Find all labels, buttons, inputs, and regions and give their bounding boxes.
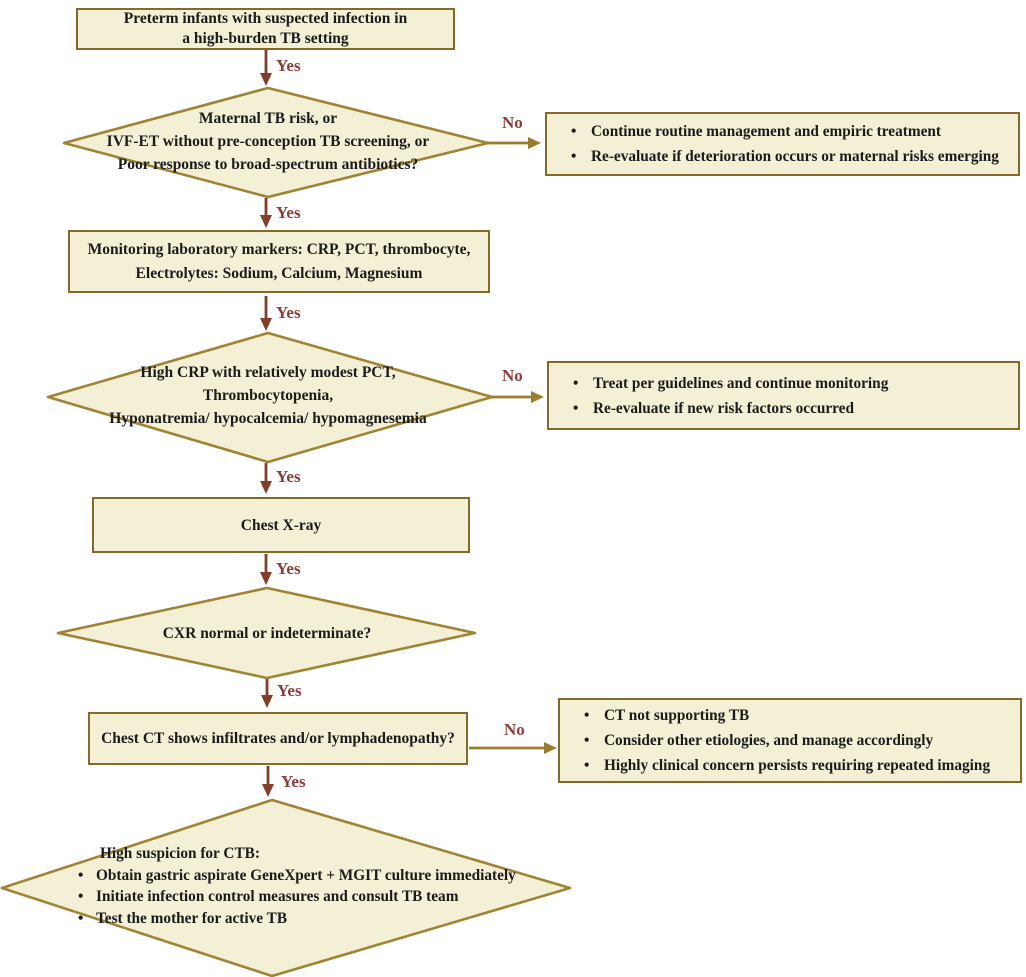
bullet-item: • Treat per guidelines and continue moni… bbox=[573, 371, 1012, 396]
bullet-icon: • bbox=[584, 757, 590, 774]
bullet-text: Consider other etiologies, and manage ac… bbox=[604, 732, 934, 749]
yes-label-4: Yes bbox=[276, 467, 301, 486]
bullet-icon: • bbox=[78, 888, 84, 905]
bullet-item: • CT not supporting TB bbox=[584, 703, 1014, 728]
high-suspicion-text: High suspicion for CTB: • Obtain gastric… bbox=[78, 843, 552, 929]
decision-cxr-text: CXR normal or indeterminate? bbox=[162, 625, 372, 642]
bullet-item: • Re-evaluate if deterioration occurs or… bbox=[571, 144, 1012, 169]
no-label-1: No bbox=[502, 113, 523, 132]
bullet-icon: • bbox=[78, 866, 84, 884]
yes-label-6: Yes bbox=[277, 681, 302, 700]
bullet-item: • Initiate infection control measures an… bbox=[78, 886, 552, 908]
bullet-text: Re-evaluate if new risk factors occurred bbox=[593, 399, 854, 417]
high-suspicion-diamond bbox=[0, 798, 572, 977]
bullet-text: Continue routine management and empiric … bbox=[591, 123, 941, 140]
decision-maternal-risk-text: Maternal TB risk, or IVF-ET without pre-… bbox=[106, 110, 430, 173]
bullet-icon: • bbox=[78, 909, 84, 927]
outcome-guidelines-box: • Treat per guidelines and continue moni… bbox=[547, 361, 1020, 430]
bullet-icon: • bbox=[571, 123, 577, 140]
chest-ct-box: Chest CT shows infiltrates and/or lympha… bbox=[88, 712, 468, 765]
decision-lab-pattern-text: High CRP with relatively modest PCT, Thr… bbox=[109, 364, 427, 427]
bullet-icon: • bbox=[571, 148, 577, 165]
bullet-text: CT not supporting TB bbox=[604, 707, 750, 724]
bullet-item: • Continue routine management and empiri… bbox=[571, 119, 1012, 144]
bullet-item: • Re-evaluate if new risk factors occurr… bbox=[573, 396, 1012, 421]
bullet-item: • Obtain gastric aspirate GeneXpert + MG… bbox=[78, 865, 552, 887]
bullet-item: • Test the mother for active TB bbox=[78, 908, 552, 930]
bullet-item: • Highly clinical concern persists requi… bbox=[584, 753, 1014, 778]
chest-xray-box: Chest X-ray bbox=[92, 497, 470, 553]
bullet-icon: • bbox=[584, 707, 590, 724]
bullet-icon: • bbox=[584, 732, 590, 749]
no-label-2: No bbox=[502, 366, 523, 385]
bullet-text: Highly clinical concern persists requiri… bbox=[604, 757, 991, 774]
bullet-text: Test the mother for active TB bbox=[96, 909, 288, 927]
bullet-icon: • bbox=[573, 399, 579, 417]
bullet-text: Re-evaluate if deterioration occurs or m… bbox=[591, 148, 999, 165]
yes-label-1: Yes bbox=[276, 56, 301, 75]
no-label-3: No bbox=[504, 720, 525, 739]
yes-label-5: Yes bbox=[276, 559, 301, 578]
bullet-text: Obtain gastric aspirate GeneXpert + MGIT… bbox=[96, 866, 516, 884]
monitor-labs-box: Monitoring laboratory markers: CRP, PCT,… bbox=[68, 230, 490, 293]
bullet-icon: • bbox=[573, 374, 579, 392]
bullet-text: Initiate infection control measures and … bbox=[96, 888, 459, 905]
start-box: Preterm infants with suspected infection… bbox=[76, 8, 455, 50]
high-suspicion-title: High suspicion for CTB: bbox=[100, 845, 260, 862]
outcome-ct-box: • CT not supporting TB • Consider other … bbox=[558, 698, 1022, 783]
bullet-text: Treat per guidelines and continue monito… bbox=[593, 374, 889, 392]
decision-maternal-risk-diamond bbox=[62, 86, 490, 199]
bullet-item: • Consider other etiologies, and manage … bbox=[584, 728, 1014, 753]
decision-lab-pattern-diamond bbox=[46, 331, 494, 464]
yes-label-2: Yes bbox=[276, 203, 301, 222]
decision-cxr-diamond bbox=[56, 586, 477, 680]
yes-label-3: Yes bbox=[276, 303, 301, 322]
yes-label-7: Yes bbox=[281, 772, 306, 791]
outcome-routine-box: • Continue routine management and empiri… bbox=[545, 112, 1020, 176]
